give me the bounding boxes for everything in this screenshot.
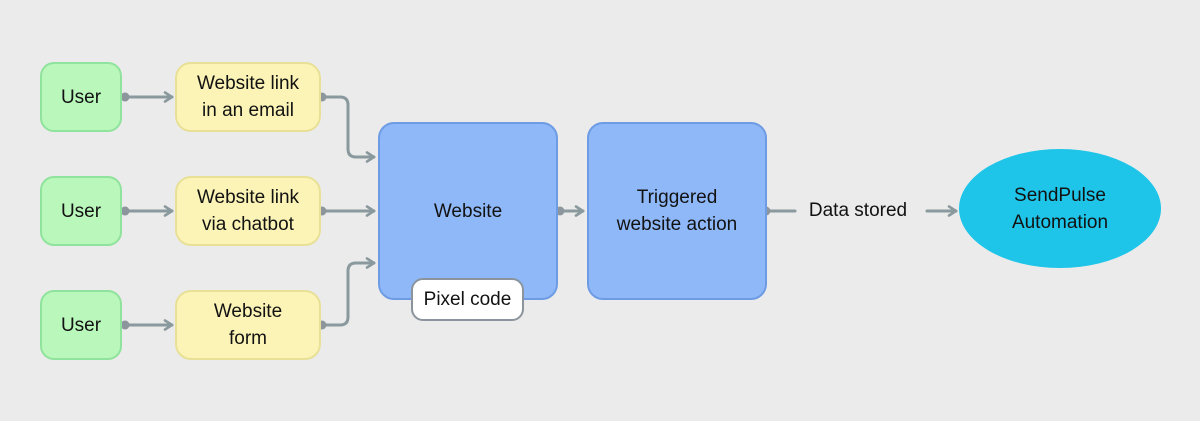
edge-website-form-to-website <box>321 257 376 327</box>
node-website-link-email-label: Website link in an email <box>196 73 300 121</box>
node-website-link-chatbot: Website link via chatbot <box>175 176 321 246</box>
node-user-1-label: User <box>60 86 102 108</box>
node-user-1: User <box>40 62 122 132</box>
node-user-2: User <box>40 176 122 246</box>
node-website-label: Website <box>433 200 503 222</box>
node-website-link-chatbot-label: Website link via chatbot <box>196 187 300 235</box>
node-website-link-email: Website link in an email <box>175 62 321 132</box>
pixel-code-badge: Pixel code <box>411 278 524 321</box>
edge-label-data-stored-text: Data stored <box>808 200 908 221</box>
connector-dot <box>120 206 130 216</box>
node-triggered-website-action-label: Triggered website action <box>616 187 738 235</box>
node-user-2-label: User <box>60 200 102 222</box>
connector-dot <box>120 92 130 102</box>
node-website: Website <box>378 122 558 300</box>
pixel-code-badge-label: Pixel code <box>423 288 512 310</box>
node-sendpulse-automation: SendPulse Automation <box>959 149 1161 268</box>
edge-label-data-stored: Data stored <box>797 197 919 225</box>
connector-dot <box>120 320 130 330</box>
node-triggered-website-action: Triggered website action <box>587 122 767 300</box>
edge-email-link-to-website <box>321 95 376 163</box>
node-user-3-label: User <box>60 314 102 336</box>
node-sendpulse-automation-label: SendPulse Automation <box>1011 184 1109 233</box>
node-website-form: Website form <box>175 290 321 360</box>
node-user-3: User <box>40 290 122 360</box>
node-website-form-label: Website form <box>213 301 283 349</box>
